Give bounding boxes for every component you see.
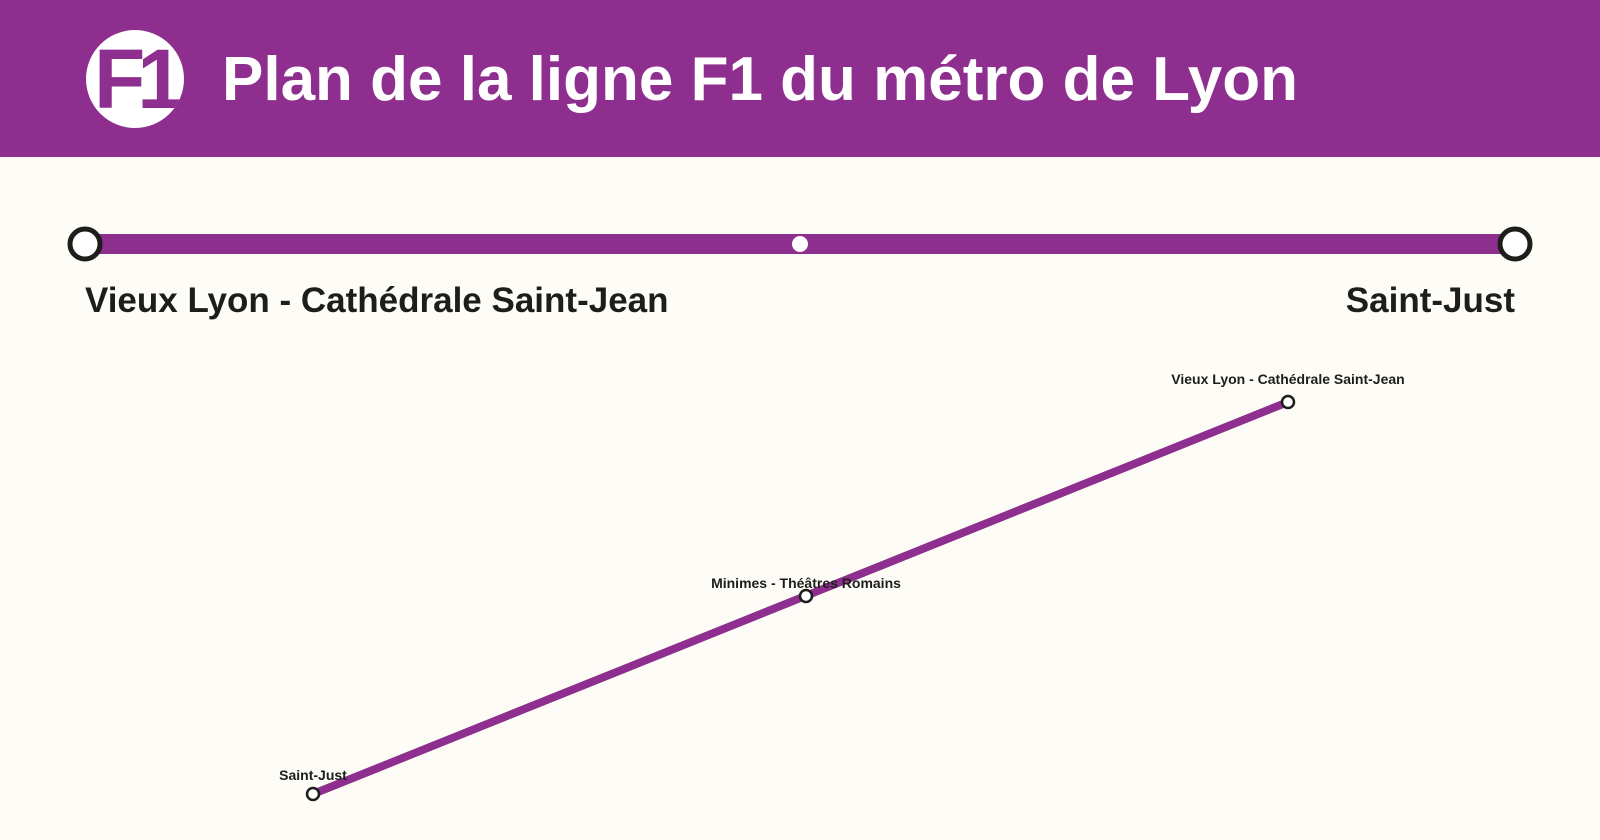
header-banner: F1 Plan de la ligne F1 du métro de Lyon [0, 0, 1600, 157]
station-marker-minimes[interactable] [798, 588, 814, 604]
page-title: Plan de la ligne F1 du métro de Lyon [222, 45, 1298, 114]
geographic-line-map: Saint-Just Minimes - Théâtres Romains Vi… [279, 371, 1405, 802]
station-label-saint-just: Saint-Just [279, 767, 347, 783]
logo-text: F1 [93, 32, 184, 126]
terminus-right-label: Saint-Just [1345, 281, 1515, 320]
terminus-left-label: Vieux Lyon - Cathédrale Saint-Jean [85, 281, 669, 320]
strip-terminus-left-marker [67, 226, 103, 262]
station-label-minimes: Minimes - Théâtres Romains [711, 575, 901, 591]
station-marker-vieux-lyon[interactable] [1280, 394, 1296, 410]
strip-intermediate-stop-marker [792, 236, 808, 252]
line-strip-diagram [67, 226, 1533, 262]
strip-terminus-right-marker [1497, 226, 1533, 262]
line-f1-logo: F1 [86, 30, 184, 128]
station-label-vieux-lyon: Vieux Lyon - Cathédrale Saint-Jean [1171, 371, 1404, 387]
station-marker-saint-just[interactable] [305, 786, 321, 802]
